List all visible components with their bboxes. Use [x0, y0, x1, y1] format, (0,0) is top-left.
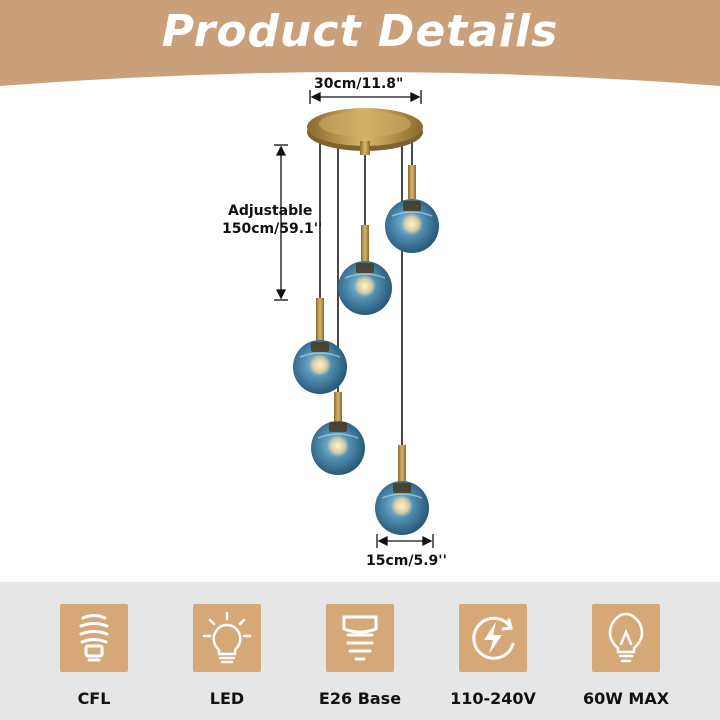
feature-label: E26 Base: [318, 689, 402, 708]
canopy-width-dimension: [309, 90, 422, 104]
canopy-width-label: 30cm/11.8": [314, 76, 404, 92]
feature-cfl: CFL: [44, 604, 144, 708]
globe-pendant: [293, 340, 347, 394]
feature-e26-base: E26 Base: [310, 604, 410, 708]
feature-max-wattage: 60W MAX: [576, 604, 676, 708]
globe-diameter-label: 15cm/5.9'': [366, 553, 447, 569]
e26-base-icon: [326, 604, 394, 672]
globe-pendant: [385, 199, 439, 253]
feature-label: 60W MAX: [582, 689, 670, 708]
incandescent-bulb-icon: [592, 604, 660, 672]
feature-led: LED: [177, 604, 277, 708]
voltage-bolt-icon: [459, 604, 527, 672]
header-banner: Product Details: [0, 0, 720, 90]
globe-pendant: [338, 261, 392, 315]
header-curve: [0, 0, 720, 86]
ceiling-canopy: [307, 108, 423, 155]
globe-diameter-dimension: [376, 534, 434, 548]
led-bulb-icon: [193, 604, 261, 672]
cord-length-label: 150cm/59.1'': [222, 221, 323, 237]
globe-pendant: [311, 421, 365, 475]
features-strip: CFL LED E26 Base: [0, 582, 720, 720]
feature-label: CFL: [77, 689, 111, 708]
feature-voltage: 110-240V: [443, 604, 543, 708]
feature-label: 110-240V: [450, 689, 536, 708]
pendant-lamp-illustration: [274, 90, 439, 548]
brass-rods: [316, 165, 416, 483]
feature-label: LED: [209, 689, 245, 708]
page-title: Product Details: [161, 6, 559, 57]
cord-length-dimension: [274, 144, 288, 301]
globe-pendant: [375, 481, 429, 535]
cfl-bulb-icon: [60, 604, 128, 672]
cord-adjustable-label: Adjustable: [228, 203, 313, 219]
